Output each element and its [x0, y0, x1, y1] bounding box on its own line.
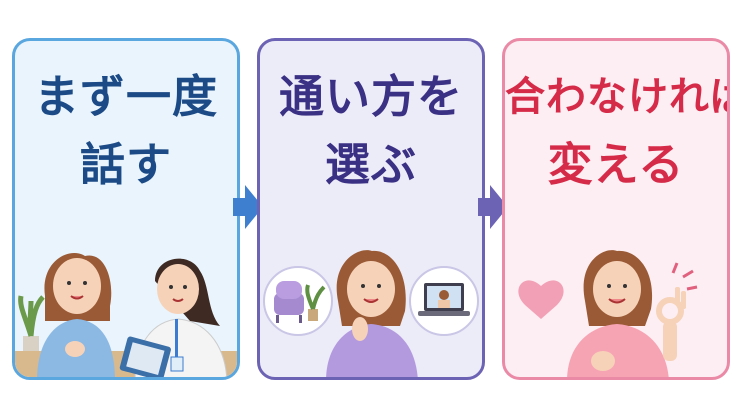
counselor-woman: [119, 258, 228, 377]
panel2-title-line2: 選ぶ: [324, 138, 417, 191]
client-woman: [37, 252, 115, 377]
ok-illustration: [518, 250, 698, 377]
armchair-icon: [274, 281, 304, 323]
panel1-title-line2: 話す: [79, 138, 172, 191]
panel2-title-line1: 通い方を: [278, 70, 463, 123]
ok-hand-icon: [656, 287, 686, 361]
arrow-right-icon: [233, 185, 263, 229]
plant-icon: [305, 284, 326, 321]
counseling-illustration: [15, 252, 237, 377]
choice-illustration: [263, 250, 479, 377]
thinking-woman: [326, 250, 418, 377]
panel-choose-format: 通い方を 選ぶ: [257, 38, 485, 380]
smiling-woman: [567, 250, 669, 377]
panel1-title-line1: まず一度: [33, 70, 218, 123]
panel3-title-line1: 合わなければ: [505, 74, 730, 120]
panel-change-if-not-fit: 合わなければ 変える: [502, 38, 730, 380]
laptop-video-icon: [418, 283, 470, 316]
arrow-right-icon: [478, 185, 508, 229]
panel-talk-once: まず一度 話す: [12, 38, 240, 380]
panel3-title-line2: 変える: [547, 138, 685, 191]
sparkle-lines-icon: [671, 262, 698, 291]
heart-icon: [518, 280, 564, 319]
plant-icon: [18, 295, 45, 358]
